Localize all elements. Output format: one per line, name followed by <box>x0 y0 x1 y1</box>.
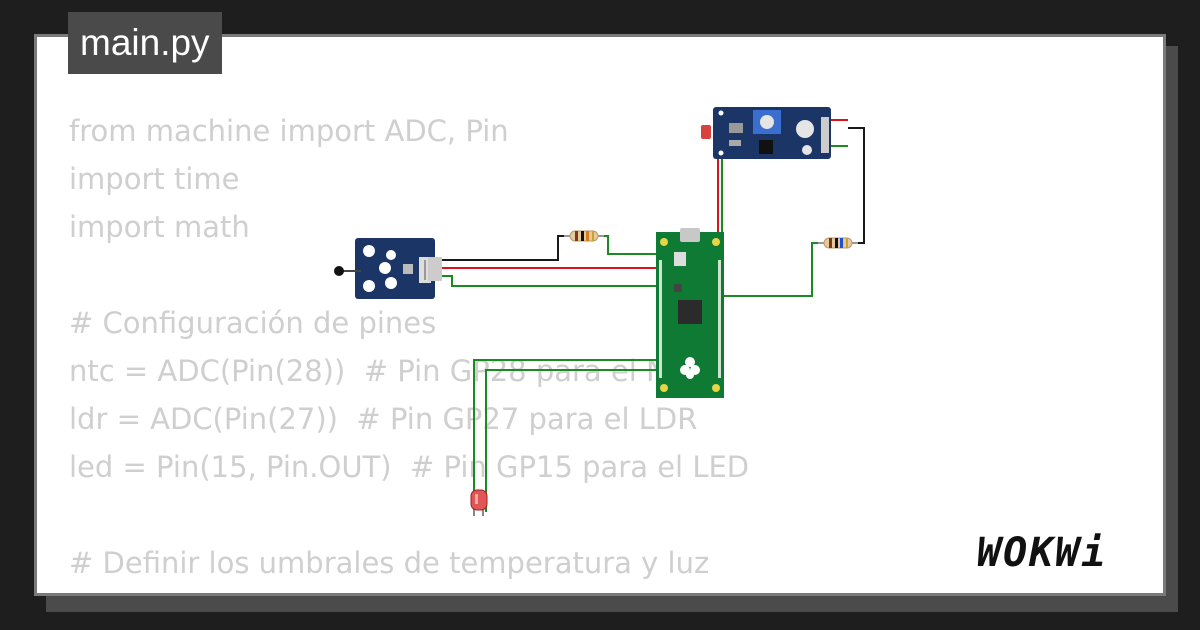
code-background: from machine import ADC, Pin import time i… <box>69 107 1024 593</box>
wire-green-led-a[interactable] <box>473 359 664 505</box>
wokwi-logo: WOKWi <box>977 530 1107 576</box>
red-led-icon[interactable] <box>470 489 488 516</box>
resistor-icon[interactable] <box>564 230 604 242</box>
project-preview-card: from machine import ADC, Pin import time i… <box>34 34 1166 596</box>
wire-green-res1[interactable] <box>600 235 664 255</box>
wire-green-ntc-sig[interactable] <box>440 275 664 287</box>
code-line: # Definir los umbrales de temperatura y … <box>69 546 710 580</box>
raspberry-logo-icon <box>680 357 700 379</box>
wires <box>440 119 865 512</box>
wire-green-led-b[interactable] <box>485 369 664 512</box>
ldr-photoresistor-module-icon[interactable] <box>701 107 831 159</box>
wire-green-res2[interactable] <box>720 242 820 297</box>
raspberry-pi-pico-board-icon[interactable] <box>656 228 724 398</box>
wire-black-ldr-gnd[interactable] <box>848 127 865 244</box>
ntc-thermistor-module-icon[interactable] <box>334 238 435 299</box>
code-line: import math <box>69 210 250 244</box>
code-line: ldr = ADC(Pin(27)) # Pin GP27 para el LD… <box>69 402 698 436</box>
code-line: # Configuración de pines <box>69 306 437 340</box>
code-line: from machine import ADC, Pin <box>69 114 509 148</box>
resistor-icon[interactable] <box>818 237 858 249</box>
ntc-header-pins <box>428 257 442 281</box>
code-line: led = Pin(15, Pin.OUT) # Pin GP15 para e… <box>69 450 750 484</box>
code-line: import time <box>69 162 240 196</box>
wokwi-logo-text: WOKWi <box>977 530 1107 576</box>
file-tab-main-py[interactable]: main.py <box>68 12 222 74</box>
wire-black-ntc-gnd[interactable] <box>440 235 568 261</box>
